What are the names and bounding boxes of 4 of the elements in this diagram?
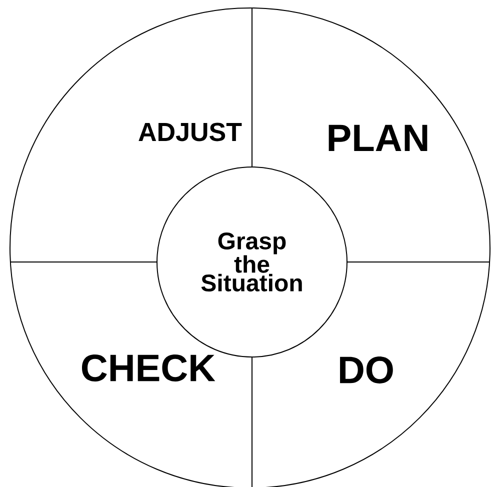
quadrant-label: CHECK xyxy=(82,354,216,382)
quadrant-label: DO xyxy=(340,356,393,384)
quadrant-label: ADJUST xyxy=(138,122,242,142)
quadrant-label: PLAN xyxy=(328,124,428,152)
